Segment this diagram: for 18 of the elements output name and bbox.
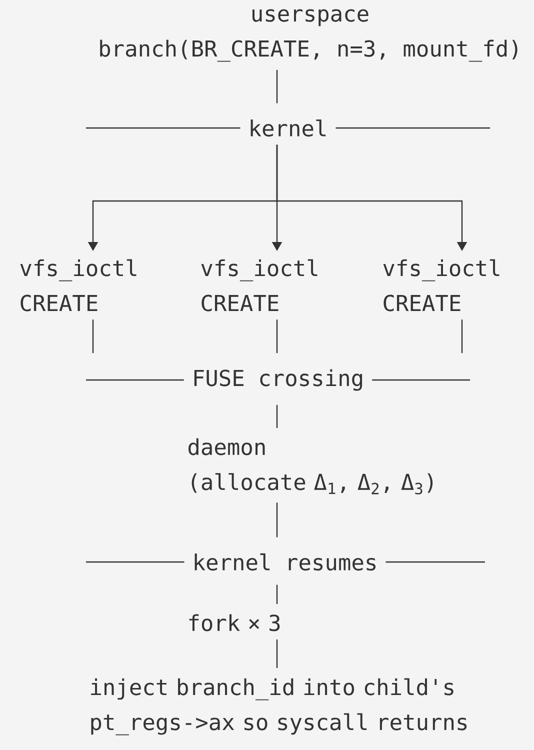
connector [276,320,278,354]
text-label: daemon (allocate Δ$_{1}$, Δ$_{2}$, Δ$_{3}$) [188,438,433,494]
band-label: kernel resumes [86,545,485,579]
connector [276,584,278,604]
connector [461,320,463,354]
connector [276,639,278,668]
text-label: vfs_ioctl CREATE [201,259,318,312]
text-label: vfs_ioctl CREATE [383,259,500,312]
connector [276,70,278,104]
connector [276,404,278,428]
connector [276,502,278,538]
connector [92,320,94,354]
text-label: userspace branch(BR_CREATE, n=3, mount_fd) [100,9,518,62]
band-label: kernel [86,111,490,145]
text-label: vfs_ioctl CREATE [20,259,136,312]
text-label: fork × 3 [189,614,280,632]
band-label: FUSE crossing [86,361,470,399]
text-label: inject branch_id into child's pt_regs->ax so syscall returns [91,678,467,736]
